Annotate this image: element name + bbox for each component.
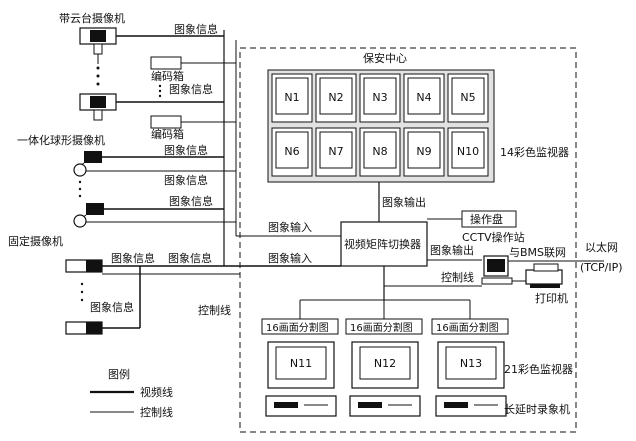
wall-monitor: N6	[271, 127, 313, 177]
bottom-monitor-label: N13	[460, 357, 482, 370]
video-recorder-box	[265, 395, 337, 417]
bottom-monitor-group: N11 N12 N13	[265, 341, 507, 417]
dome-camera-icon-2	[73, 203, 104, 228]
monitors-21-label: 21彩色监视器	[504, 362, 573, 376]
wall-monitor: N5	[447, 73, 489, 123]
printer-label: 打印机	[535, 291, 568, 305]
wall-monitor-label: N8	[372, 145, 387, 158]
image-info-label-3: 图象信息	[164, 143, 208, 157]
image-info-label-5: 图象信息	[169, 194, 213, 208]
splitter-label-3: 16画面分割图	[436, 321, 499, 334]
fixed-camera-icon-1	[65, 259, 103, 273]
bottom-monitor: N13	[435, 341, 507, 417]
encoder-label-2: 编码箱	[151, 127, 184, 141]
ptz-camera-label: 带云台摄像机	[59, 11, 125, 25]
wall-monitor-label: N3	[372, 91, 387, 104]
wall-monitor: N3	[359, 73, 401, 123]
fixed-camera-label: 固定摄像机	[8, 234, 63, 248]
monitor-wall-row-top: N1 N2 N3 N4 N5	[271, 73, 489, 123]
splitter-box-1	[261, 318, 339, 335]
encoder-box-1	[150, 56, 182, 70]
wall-monitor: N2	[315, 73, 357, 123]
dome-camera-icon-1	[73, 151, 102, 177]
image-output-label-top: 图象输出	[382, 195, 426, 209]
wall-monitor-label: N2	[328, 91, 343, 104]
video-recorder-box	[349, 395, 421, 417]
bms-label: 与BMS联网	[509, 246, 566, 259]
image-info-label-1: 图象信息	[174, 22, 218, 36]
cctv-station-label: CCTV操作站	[462, 230, 525, 244]
wall-monitor-label: N10	[457, 145, 479, 158]
ptz-camera-icon-2	[79, 93, 117, 121]
wall-monitor: N8	[359, 127, 401, 177]
computer-icon	[481, 255, 513, 285]
wall-monitor: N9	[403, 127, 445, 177]
image-input-label-bottom: 图象输入	[268, 251, 312, 265]
splitter-label-2: 16画面分割图	[350, 321, 413, 334]
wall-monitor-label: N9	[416, 145, 431, 158]
security-center-label: 保安中心	[363, 51, 407, 65]
encoder-label-1: 编码箱	[151, 69, 184, 83]
splitter-box-2	[345, 318, 423, 335]
wall-monitor-label: N4	[416, 91, 431, 104]
wall-monitor: N1	[271, 73, 313, 123]
monitors-14-label: 14彩色监视器	[500, 145, 569, 159]
bottom-monitor: N11	[265, 341, 337, 417]
recorder-label: 长延时录象机	[504, 402, 570, 416]
image-info-label-6: 图象信息	[111, 251, 155, 265]
wall-monitor-label: N5	[460, 91, 475, 104]
wall-monitor: N10	[447, 127, 489, 177]
tcpip-label: (TCP/IP)	[580, 261, 623, 274]
matrix-switcher-box	[340, 221, 428, 267]
wall-monitor: N4	[403, 73, 445, 123]
bottom-monitor: N12	[349, 341, 421, 417]
image-input-label-top: 图象输入	[268, 220, 312, 234]
splitter-box-3	[431, 318, 509, 335]
image-info-label-4: 图象信息	[164, 173, 208, 187]
encoder-box-2	[150, 115, 182, 129]
video-recorder-box	[435, 395, 507, 417]
matrix-switcher-label: 视频矩阵切换器	[344, 237, 421, 251]
wall-monitor-label: N7	[328, 145, 343, 158]
bottom-monitor-label: N11	[290, 357, 312, 370]
operator-panel-label: 操作盘	[470, 212, 503, 226]
ptz-camera-icon-1	[79, 27, 117, 55]
legend-control-label: 控制线	[140, 405, 173, 419]
bottom-monitor-label: N12	[374, 357, 396, 370]
wall-monitor-label: N6	[284, 145, 299, 158]
wall-monitor-label: N1	[284, 91, 299, 104]
monitor-wall-row-middle: N6 N7 N8 N9 N10	[271, 127, 489, 177]
control-line-label-left: 控制线	[198, 303, 231, 317]
fixed-camera-icon-2	[65, 321, 103, 335]
image-info-label-8: 图象信息	[90, 300, 134, 314]
legend-title: 图例	[108, 367, 130, 381]
wall-monitor: N7	[315, 127, 357, 177]
image-info-label-2: 图象信息	[169, 82, 213, 96]
image-output-label-right: 图象输出	[430, 243, 474, 257]
dome-camera-label: 一体化球形摄像机	[17, 133, 105, 147]
image-info-label-7: 图象信息	[168, 251, 212, 265]
printer-icon	[525, 263, 563, 288]
ethernet-label: 以太网	[585, 241, 618, 254]
splitter-label-1: 16画面分割图	[266, 321, 329, 334]
control-line-label-right: 控制线	[441, 270, 474, 284]
legend-video-label: 视频线	[140, 385, 173, 399]
